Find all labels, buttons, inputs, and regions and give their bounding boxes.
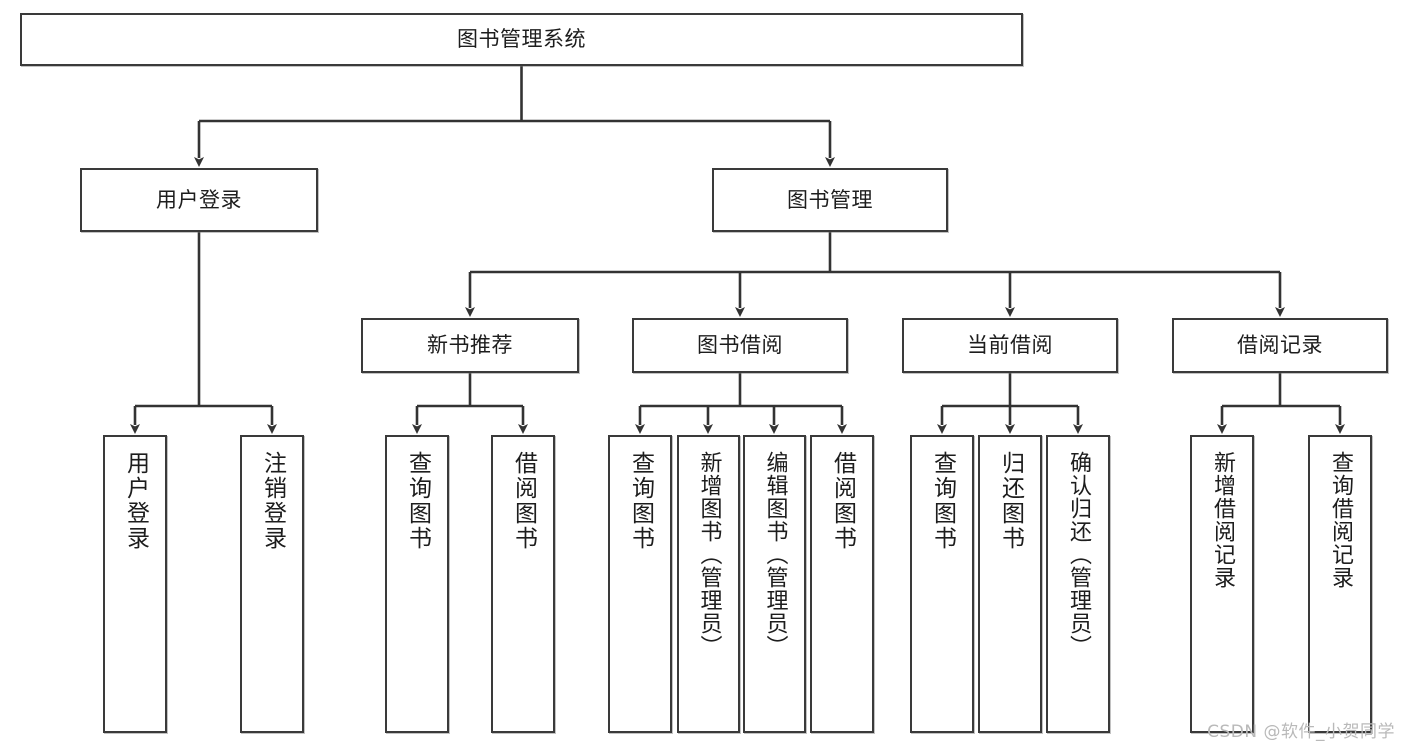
- node-book-borrow-label: 图书借阅: [697, 333, 783, 358]
- node-current-borrow-label: 当前借阅: [967, 333, 1053, 358]
- leaf-borrow-book-1[interactable]: 借阅图书: [491, 435, 555, 733]
- leaf-edit-book-label: 编辑图书（管理员）: [762, 451, 788, 658]
- leaf-query-book-2-label: 查询图书: [627, 451, 654, 551]
- leaf-query-book-1-label: 查询图书: [404, 451, 431, 551]
- leaf-query-record[interactable]: 查询借阅记录: [1308, 435, 1372, 733]
- node-user-login[interactable]: 用户登录: [80, 168, 318, 232]
- leaf-borrow-book-1-label: 借阅图书: [510, 451, 537, 551]
- node-book-borrow[interactable]: 图书借阅: [632, 318, 848, 373]
- csdn-watermark: CSDN @软件_小贺同学: [1207, 722, 1395, 742]
- leaf-return-book-label: 归还图书: [997, 451, 1024, 551]
- leaf-query-book-3-label: 查询图书: [929, 451, 956, 551]
- node-root[interactable]: 图书管理系统: [20, 13, 1023, 66]
- leaf-borrow-book-2[interactable]: 借阅图书: [810, 435, 874, 733]
- leaf-user-login[interactable]: 用户登录: [103, 435, 167, 733]
- leaf-confirm-return[interactable]: 确认归还（管理员）: [1046, 435, 1110, 733]
- node-new-book-rec-label: 新书推荐: [427, 333, 513, 358]
- node-borrow-record[interactable]: 借阅记录: [1172, 318, 1388, 373]
- leaf-query-record-label: 查询借阅记录: [1328, 451, 1353, 589]
- leaf-add-record[interactable]: 新增借阅记录: [1190, 435, 1254, 733]
- leaf-query-book-2[interactable]: 查询图书: [608, 435, 672, 733]
- node-user-login-label: 用户登录: [156, 187, 242, 212]
- leaf-query-book-1[interactable]: 查询图书: [385, 435, 449, 733]
- node-current-borrow[interactable]: 当前借阅: [902, 318, 1118, 373]
- leaf-logout-login[interactable]: 注销登录: [240, 435, 304, 733]
- leaf-edit-book[interactable]: 编辑图书（管理员）: [743, 435, 806, 733]
- node-book-manage-label: 图书管理: [787, 187, 873, 212]
- leaf-add-book[interactable]: 新增图书（管理员）: [677, 435, 740, 733]
- node-book-manage[interactable]: 图书管理: [712, 168, 948, 232]
- leaf-logout-login-label: 注销登录: [259, 451, 286, 551]
- leaf-user-login-label: 用户登录: [122, 451, 149, 551]
- node-borrow-record-label: 借阅记录: [1237, 333, 1323, 358]
- leaf-return-book[interactable]: 归还图书: [978, 435, 1042, 733]
- leaf-confirm-return-label: 确认归还（管理员）: [1066, 451, 1091, 658]
- node-root-label: 图书管理系统: [457, 27, 586, 52]
- leaf-add-book-label: 新增图书（管理员）: [696, 451, 722, 658]
- leaf-add-record-label: 新增借阅记录: [1210, 451, 1235, 589]
- node-new-book-rec[interactable]: 新书推荐: [361, 318, 579, 373]
- leaf-query-book-3[interactable]: 查询图书: [910, 435, 974, 733]
- leaf-borrow-book-2-label: 借阅图书: [829, 451, 856, 551]
